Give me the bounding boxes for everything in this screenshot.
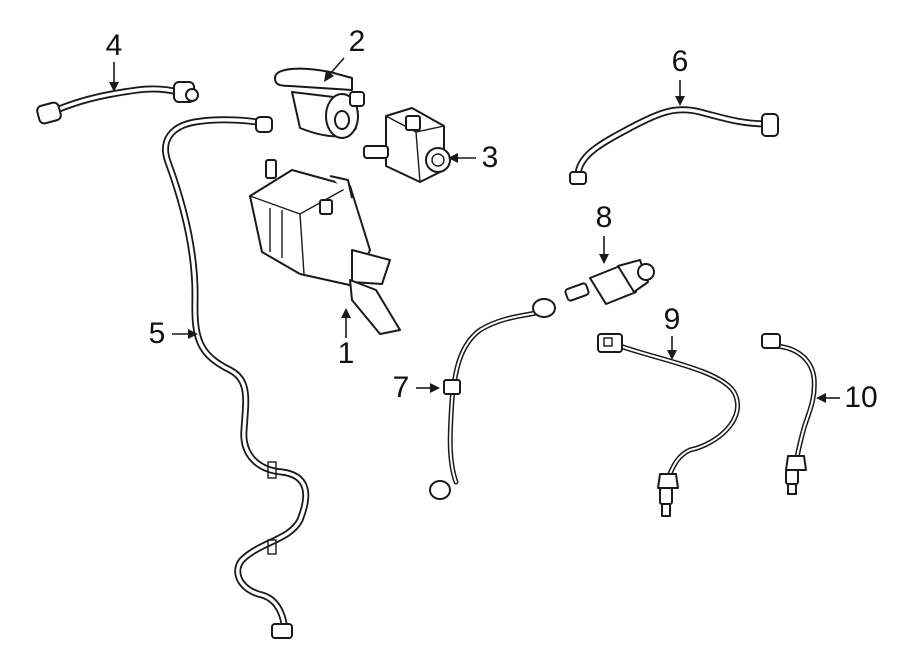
part-7-harness-clip	[429, 298, 556, 500]
callout-2: 2	[348, 25, 366, 58]
part-10-oxygen-sensor	[761, 333, 817, 495]
part-5-vapor-line	[162, 116, 310, 639]
callout-1: 1	[337, 337, 355, 370]
callout-7: 7	[392, 371, 410, 404]
callout-6: 6	[671, 45, 689, 78]
part-6-hose	[569, 106, 779, 185]
leader-arrows	[109, 57, 840, 403]
part-2-purge-valve	[274, 67, 365, 139]
callout-8: 8	[595, 201, 613, 234]
callout-4: 4	[105, 29, 123, 62]
part-8-sensor	[564, 259, 655, 305]
part-3-vent-valve	[363, 107, 451, 183]
part-4-vapor-hose	[36, 81, 199, 125]
part-9-oxygen-sensor	[597, 333, 740, 517]
callout-3: 3	[481, 141, 499, 174]
part-1-charcoal-canister	[249, 159, 401, 335]
callout-5: 5	[148, 317, 166, 350]
callout-10: 10	[844, 381, 878, 414]
callout-9: 9	[663, 303, 681, 336]
